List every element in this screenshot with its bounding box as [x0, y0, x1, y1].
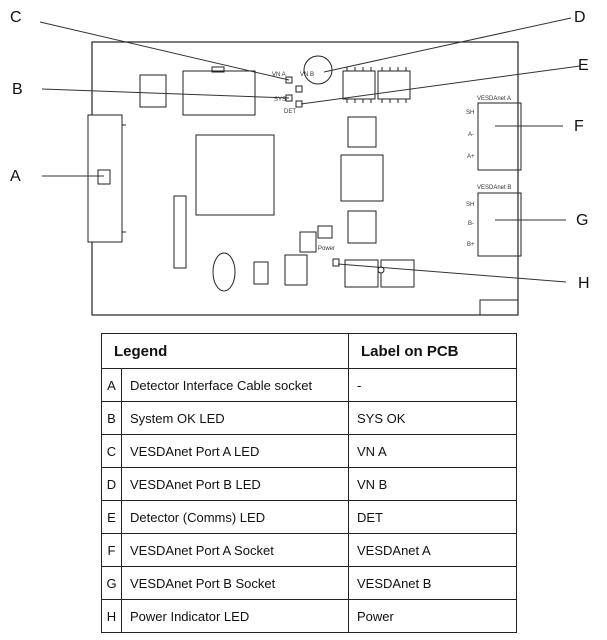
table-row: B System OK LED SYS OK — [101, 401, 517, 435]
crystal — [212, 252, 236, 292]
pcb-label-power: Power — [318, 246, 335, 252]
row-pcb-label: DET — [348, 500, 517, 534]
pin-sh-a: SH — [466, 110, 474, 116]
row-description: Power Indicator LED — [121, 599, 349, 633]
row-description: VESDAnet Port B Socket — [121, 566, 349, 600]
row-key: D — [101, 467, 122, 501]
table-row: A Detector Interface Cable socket - — [101, 368, 517, 402]
pcb-diagram: SYS VN A VN B DET VESDAnet A VESDAnet B … — [10, 9, 590, 316]
row-pcb-label: - — [348, 368, 517, 402]
chip-lower — [347, 210, 377, 244]
table-row: C VESDAnet Port A LED VN A — [101, 434, 517, 468]
legend-header-row: Legend Label on PCB — [101, 333, 517, 369]
connector-block — [182, 70, 256, 116]
table-row: D VESDAnet Port B LED VN B — [101, 467, 517, 501]
vertical-header — [173, 195, 187, 269]
main-ic — [195, 134, 275, 216]
row-pcb-label: VN A — [348, 434, 517, 468]
chip-upper — [347, 116, 377, 148]
pin-sh-b: SH — [466, 202, 474, 208]
callout-b: B — [12, 81, 23, 98]
row-pcb-label: Power — [348, 599, 517, 633]
vesdanet-b-socket — [477, 192, 522, 257]
pcb-label-vn-b: VN B — [300, 72, 314, 78]
table-row: H Power Indicator LED Power — [101, 599, 517, 633]
callout-c: C — [10, 9, 22, 26]
leader-lines — [39, 17, 581, 283]
small-square-component — [139, 74, 167, 108]
callout-g: G — [576, 212, 588, 229]
pcb-label-sys: SYS — [274, 97, 286, 103]
callout-d: D — [574, 9, 586, 26]
row-pcb-label: SYS OK — [348, 401, 517, 435]
row-pcb-label: VN B — [348, 467, 517, 501]
vesdanet-a-socket — [477, 102, 522, 171]
legend-table: Legend Label on PCB A Detector Interface… — [101, 333, 517, 633]
row-key: F — [101, 533, 122, 567]
ic-row-bottom — [344, 259, 415, 288]
row-description: Detector (Comms) LED — [121, 500, 349, 534]
power-led — [332, 258, 340, 267]
callout-e: E — [578, 57, 589, 74]
small-chip — [253, 261, 269, 285]
row-pcb-label: VESDAnet B — [348, 566, 517, 600]
row-key: H — [101, 599, 122, 633]
row-description: System OK LED — [121, 401, 349, 435]
header-chip — [284, 254, 308, 286]
transformer — [340, 154, 384, 202]
callout-f: F — [574, 118, 584, 135]
legend-heading: Legend — [101, 333, 349, 369]
status-leds — [285, 76, 303, 108]
pcb-label-port-a: VESDAnet A — [477, 96, 511, 102]
table-row: E Detector (Comms) LED DET — [101, 500, 517, 534]
row-key: A — [101, 368, 122, 402]
ic-row-top — [342, 67, 411, 103]
row-description: VESDAnet Port B LED — [121, 467, 349, 501]
pin-b-plus: B+ — [467, 242, 475, 248]
table-row: F VESDAnet Port A Socket VESDAnet A — [101, 533, 517, 567]
pin-a-minus: A- — [468, 132, 474, 138]
pin-b-minus: B- — [468, 221, 474, 227]
detector-interface-socket — [87, 114, 126, 243]
pcb-label-heading: Label on PCB — [348, 333, 517, 369]
row-description: VESDAnet Port A LED — [121, 434, 349, 468]
row-key: C — [101, 434, 122, 468]
vn-a-led — [285, 76, 293, 84]
pcb-label-vn-a: VN A — [272, 72, 286, 78]
pcb-label-port-b: VESDAnet B — [477, 185, 511, 191]
table-row: G VESDAnet Port B Socket VESDAnet B — [101, 566, 517, 600]
row-description: VESDAnet Port A Socket — [121, 533, 349, 567]
row-key: E — [101, 500, 122, 534]
row-key: B — [101, 401, 122, 435]
callout-a: A — [10, 168, 21, 185]
callout-h: H — [578, 275, 590, 292]
pin-a-plus: A+ — [467, 154, 475, 160]
row-key: G — [101, 566, 122, 600]
pcb-label-det: DET — [284, 109, 296, 115]
row-pcb-label: VESDAnet A — [348, 533, 517, 567]
board-corner-notch — [479, 299, 519, 316]
row-description: Detector Interface Cable socket — [121, 368, 349, 402]
buzzer — [303, 55, 333, 85]
